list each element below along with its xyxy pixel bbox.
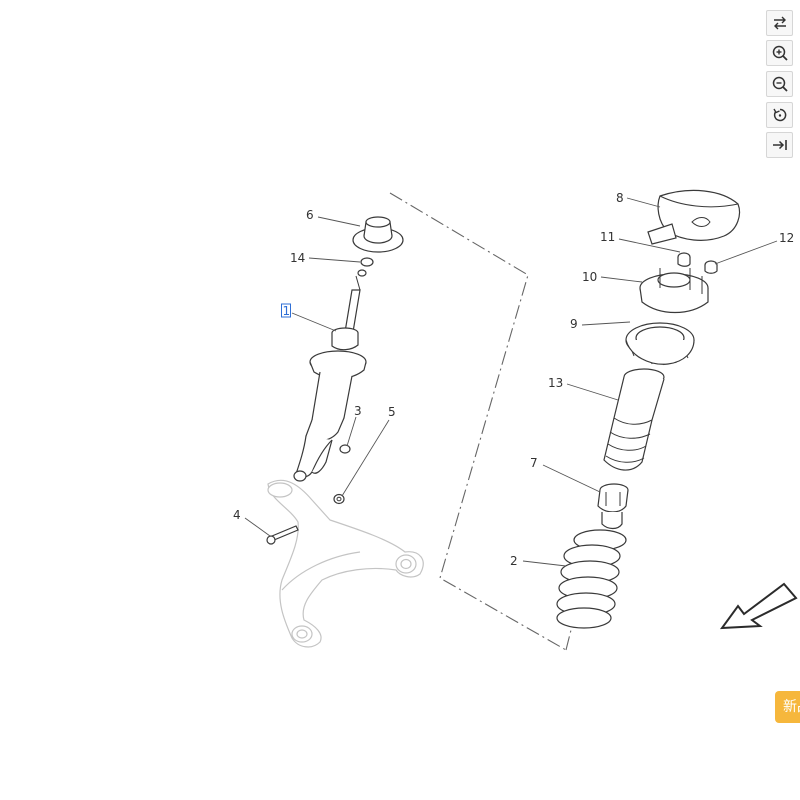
coil-spring-2 [556, 529, 627, 629]
callout-7[interactable]: 7 [530, 456, 538, 470]
callout-8[interactable]: 8 [616, 191, 624, 205]
bump-stop-7 [597, 483, 629, 530]
swap-icon [773, 16, 786, 30]
nut-14 [357, 257, 374, 277]
leader-lines [244, 197, 778, 567]
zoom-in-icon [772, 45, 788, 61]
callout-5[interactable]: 5 [388, 405, 396, 419]
top-cover-8 [647, 189, 741, 245]
callout-6[interactable]: 6 [306, 208, 314, 222]
zoom-out-button[interactable] [766, 71, 793, 97]
callout-1-highlight [281, 303, 291, 318]
zoom-in-button[interactable] [766, 40, 793, 66]
assembly-frame-line [389, 192, 567, 651]
new-product-badge-label: 新品 [783, 699, 800, 715]
callout-1[interactable]: 1 [283, 304, 291, 318]
callout-2[interactable]: 2 [510, 554, 518, 568]
upper-mount-10 [639, 252, 709, 313]
rotate-icon [772, 108, 786, 122]
lower-control-arm [267, 479, 424, 648]
callout-12[interactable]: 12 [779, 231, 794, 245]
bolt-4 [266, 525, 299, 545]
zoom-out-icon [772, 76, 788, 92]
callout-10[interactable]: 10 [582, 270, 597, 284]
new-product-badge[interactable]: 新品 [775, 691, 800, 723]
callout-11[interactable]: 11 [600, 230, 615, 244]
shock-absorber [293, 275, 367, 482]
direction-arrow-icon [719, 582, 798, 630]
assembly-frame-tail [565, 625, 573, 651]
spring-seat-9 [625, 322, 695, 366]
bushing-12 [704, 260, 718, 274]
dust-boot-13 [603, 368, 665, 471]
bush-3 [339, 444, 351, 454]
callout-4[interactable]: 4 [233, 508, 241, 522]
collapse-panel-icon [772, 140, 787, 150]
nut-5 [333, 493, 345, 505]
callout-14[interactable]: 14 [290, 251, 305, 265]
callout-13[interactable]: 13 [548, 376, 563, 390]
rotate-button[interactable] [766, 102, 793, 128]
callout-3[interactable]: 3 [354, 404, 362, 418]
callout-9[interactable]: 9 [570, 317, 578, 331]
top-mount-left [352, 216, 404, 253]
collapse-panel-button[interactable] [766, 132, 793, 158]
swap-button[interactable] [766, 10, 793, 36]
